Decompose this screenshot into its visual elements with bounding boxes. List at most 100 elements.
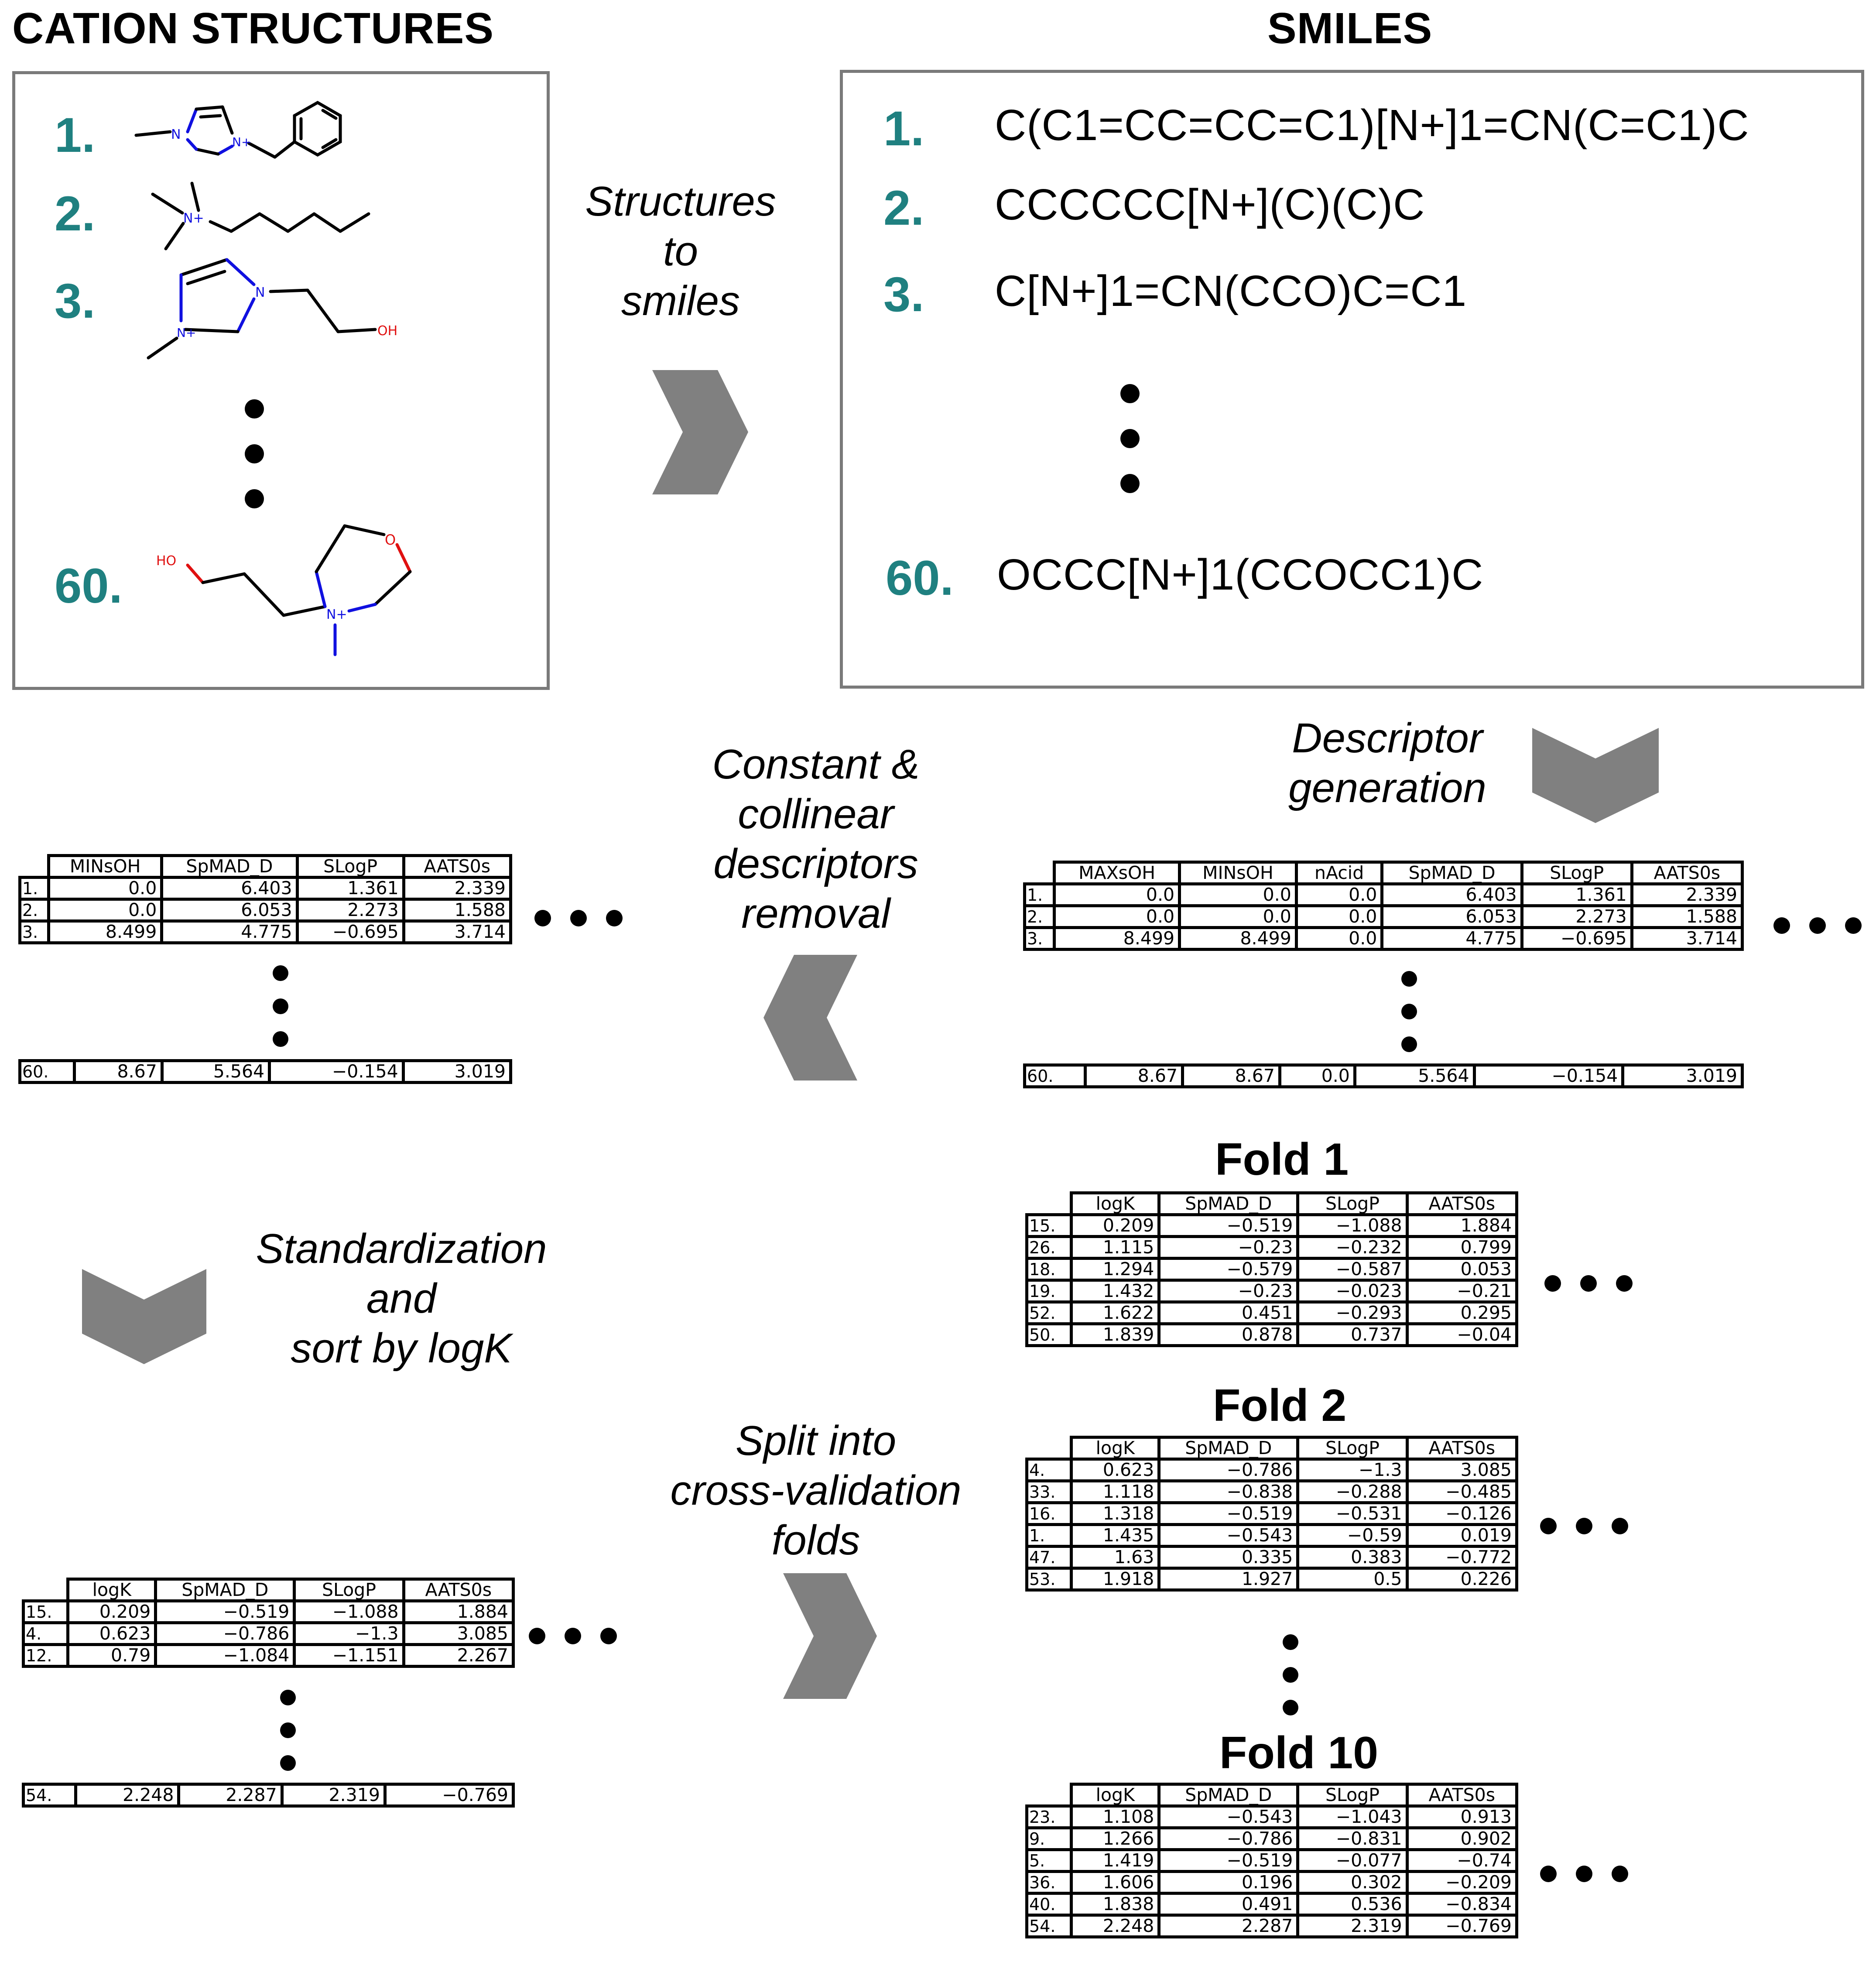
step-line: removal [741,890,890,937]
table-cell: −0.023 [1296,1279,1409,1304]
structure-number-60: 60. [55,559,123,613]
column-header: AATS0s [1405,1783,1519,1808]
step-descriptor-removal: Constant & collinear descriptors removal [681,740,951,939]
step-line: collinear [738,791,894,837]
table-cell: 0.0 [1294,926,1384,951]
table-cell: 3.714 [402,919,513,944]
table-cell: −0.232 [1296,1235,1409,1260]
table-cell: −0.077 [1296,1848,1409,1873]
table-cell: −1.088 [293,1599,405,1624]
row-index-cell: 36. [1025,1870,1073,1895]
row-index-cell: 53. [1025,1567,1073,1592]
arrow-down-1 [1532,728,1659,823]
table-cell: 0.623 [1070,1458,1161,1482]
table-cell: 1.115 [1070,1235,1161,1260]
table-cell: 0.799 [1405,1235,1519,1260]
column-header: logK [66,1578,157,1602]
table-cell: 0.196 [1157,1870,1300,1895]
table-cell: −0.288 [1296,1479,1409,1504]
row-index-cell: 54. [21,1783,78,1808]
table-cell: 0.209 [1070,1213,1161,1238]
table-cell: 2.319 [1296,1914,1409,1938]
table-cell: 1.622 [1070,1300,1161,1325]
table-cell: 2.319 [280,1783,387,1808]
smiles-panel [840,70,1864,689]
fold-1-table: logK SpMAD_D SLogP AATS0s 15.0.209−0.519… [1025,1191,1519,1347]
table-cell: 1.927 [1157,1567,1300,1592]
table-cell: 6.053 [1380,904,1523,929]
step-line: Standardization [256,1225,547,1272]
table-cell: −0.23 [1157,1235,1300,1260]
table-header-row: logK SpMAD_D SLogP AATS0s [1027,1191,1519,1216]
table-row: 16.1.318−0.519−0.531−0.126 [1025,1501,1519,1526]
row-index-cell: 52. [1025,1300,1073,1325]
table-cell: 3.714 [1630,926,1744,951]
row-index-cell: 23. [1025,1804,1073,1829]
column-header: MAXsOH [1053,861,1181,885]
row-index-cell: 33. [1025,1479,1073,1504]
table-row: 19.1.432−0.23−0.023−0.21 [1025,1279,1519,1304]
column-header: SLogP [293,1578,405,1602]
table-cell: 1.435 [1070,1523,1161,1548]
table-cell: −0.579 [1157,1257,1300,1282]
descriptor-table: MAXsOH MINsOH nAcid SpMAD_D SLogP AATS0s… [1023,861,1744,951]
table-cell: 0.536 [1296,1892,1409,1917]
table-cell: 0.0 [1278,1063,1356,1088]
table-cell: −1.084 [154,1643,296,1668]
table-cell: 3.019 [401,1059,513,1084]
table-cell: −1.151 [293,1643,405,1668]
table-cell: 0.79 [66,1643,157,1668]
ellipsis-dot [273,998,288,1014]
table-cell: −0.74 [1405,1848,1519,1873]
column-header: AATS0s [1405,1436,1519,1461]
row-index-cell: 4. [21,1621,70,1646]
structure-number-3: 3. [55,274,96,328]
ellipsis-dot [1283,1700,1298,1715]
table-cell: 3.019 [1621,1063,1744,1088]
table-cell: 8.67 [73,1059,164,1084]
table-cell: −0.786 [1157,1458,1300,1482]
atom-label: N+ [326,607,347,622]
smiles-number-60: 60. [886,551,954,605]
table-cell: 5.564 [1353,1063,1476,1088]
standardized-table: logK SpMAD_D SLogP AATS0s 15.0.209−0.519… [21,1578,515,1668]
structures-panel [12,71,550,690]
column-header: SpMAD_D [1157,1436,1300,1461]
horizontal-ellipsis [1544,1275,1633,1292]
horizontal-ellipsis [1773,917,1862,934]
column-header: SLogP [1296,1783,1409,1808]
table-cell: 1.839 [1070,1322,1161,1347]
fold-1-title: Fold 1 [1215,1134,1349,1185]
ellipsis-dot [245,444,264,463]
step-line: smiles [621,278,740,324]
structure-number-2: 2. [55,186,96,241]
table-cell: 0.0 [1294,882,1384,907]
ellipsis-dot [280,1690,296,1705]
column-header: MINsOH [47,854,164,879]
column-header: SpMAD_D [160,854,299,879]
table-cell: −1.3 [1296,1458,1409,1482]
ellipsis-dot [1120,474,1140,493]
table-cell: 1.118 [1070,1479,1161,1504]
table-cell: −0.293 [1296,1300,1409,1325]
table-cell: 0.451 [1157,1300,1300,1325]
table-header-row: logK SpMAD_D SLogP AATS0s [24,1578,515,1602]
arrow-right-2 [783,1573,877,1699]
corner-cell [1027,1784,1072,1806]
horizontal-ellipsis [1540,1866,1628,1882]
step-line: folds [771,1517,860,1564]
table-cell: −0.154 [268,1059,405,1084]
smiles-number-3: 3. [883,267,924,322]
step-line: Structures [585,178,776,225]
